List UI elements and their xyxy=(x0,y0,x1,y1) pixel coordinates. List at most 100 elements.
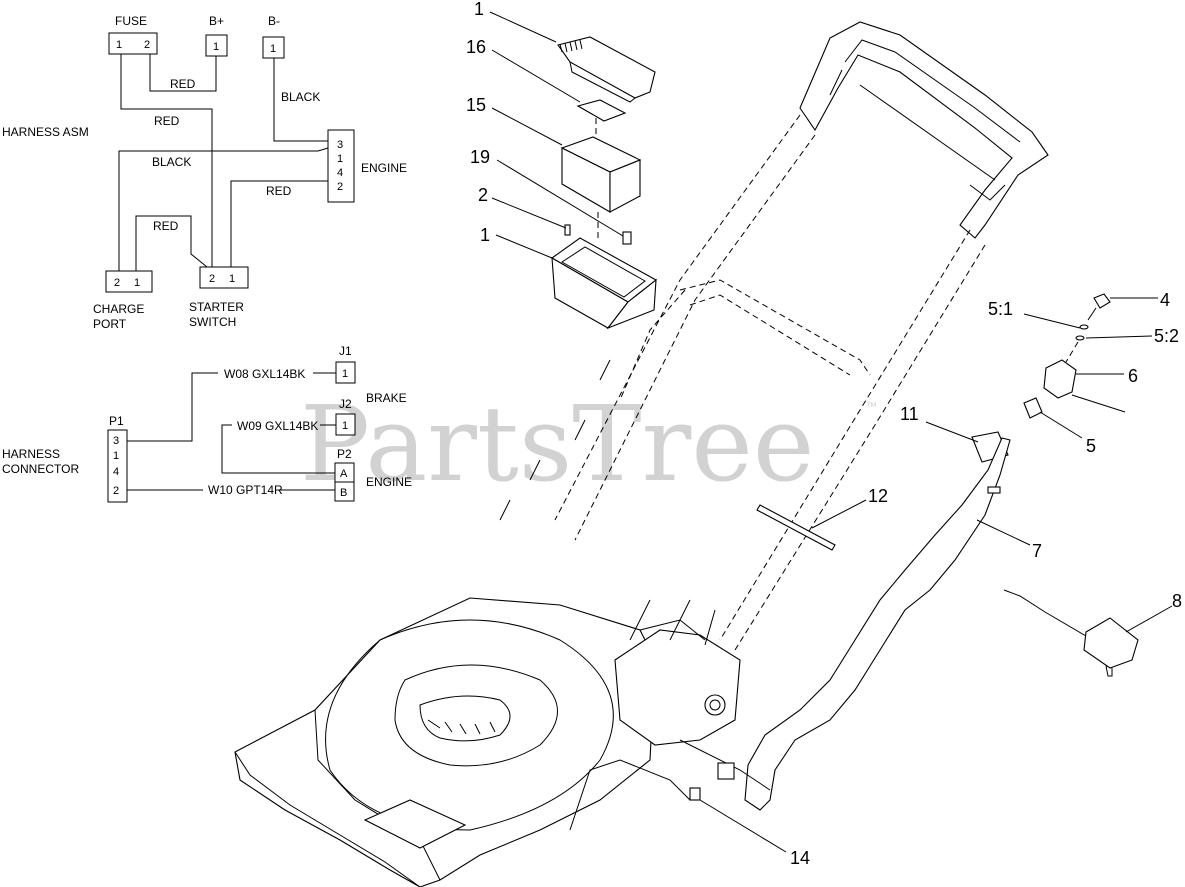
harness-connector-label-2: CONNECTOR xyxy=(2,462,79,476)
washer-5-2 xyxy=(1075,335,1085,341)
j1-pin: 1 xyxy=(342,368,348,380)
charge-port-pin1: 1 xyxy=(134,277,140,289)
callout-15: 15 xyxy=(466,95,486,115)
harness-plug-4 xyxy=(1093,293,1111,309)
b-minus-pin: 1 xyxy=(270,43,276,55)
fuse-label: FUSE xyxy=(115,14,147,28)
battery-assembly xyxy=(550,36,657,330)
starter-switch-label-1: STARTER xyxy=(189,300,244,314)
starter-switch-pin2: 2 xyxy=(209,273,215,285)
callout-14: 14 xyxy=(790,848,810,868)
p1-connector xyxy=(107,429,128,503)
callout-4: 4 xyxy=(1160,290,1170,310)
starter-switch-6 xyxy=(1043,359,1077,399)
fuse-pin1: 1 xyxy=(116,39,122,51)
harness-asm-schematic: HARNESS ASM FUSE 1 2 B+ 1 B- 1 3 1 4 2 E… xyxy=(2,14,407,331)
callout-19: 19 xyxy=(470,147,490,167)
starter-switch-label-2: SWITCH xyxy=(189,315,236,329)
battery-pad xyxy=(576,99,627,122)
p2-pin-a: A xyxy=(340,468,348,480)
mower-handle xyxy=(499,21,1049,651)
deck-flap xyxy=(363,799,467,849)
callout-12: 12 xyxy=(868,486,888,506)
wire-fuse-switch xyxy=(120,54,213,267)
wire-label-red-4: RED xyxy=(153,219,179,233)
starter-switch-connector xyxy=(199,266,249,289)
callout-11: 11 xyxy=(900,404,919,424)
callout-5-1: 5:1 xyxy=(988,299,1013,319)
p2-pin-b: B xyxy=(340,487,347,499)
starter-switch-pin1: 1 xyxy=(229,273,235,285)
b-plus-label: B+ xyxy=(209,14,224,28)
callout-leaders xyxy=(489,11,1173,853)
harness-asm-label: HARNESS ASM xyxy=(2,125,89,139)
callout-16: 16 xyxy=(466,37,486,57)
charge-port-pin2: 2 xyxy=(114,277,120,289)
wire-w08-a xyxy=(127,372,218,442)
callout-7: 7 xyxy=(1032,541,1042,561)
j2-pin: 1 xyxy=(342,420,348,432)
handle-top-grip xyxy=(799,21,1049,239)
p1-pin-b: 1 xyxy=(113,450,119,462)
p1-label: P1 xyxy=(109,414,124,428)
battery-cover xyxy=(557,36,656,99)
callout-1-cover: 1 xyxy=(474,0,484,19)
w09-label: W09 GXL14BK xyxy=(237,419,318,433)
harness-connector-schematic: HARNESS CONNECTOR P1 3 1 4 2 J1 1 BRAKE … xyxy=(2,344,412,503)
harness-connector-lower xyxy=(717,762,735,780)
p1-pin-a: 3 xyxy=(113,435,119,447)
b-plus-pin: 1 xyxy=(213,41,219,53)
wire-charge-switch xyxy=(135,215,208,271)
callout-5: 5 xyxy=(1086,436,1096,456)
engine-label-top: ENGINE xyxy=(361,161,407,175)
w10-label: W10 GPT14R xyxy=(208,483,283,497)
engine-connector-top xyxy=(327,129,355,203)
deck-shell xyxy=(234,597,656,887)
wire-label-red-1: RED xyxy=(170,77,196,91)
wire-w09-a xyxy=(221,424,335,474)
j2-label: J2 xyxy=(339,397,352,411)
callout-numbers: 1 16 15 19 2 1 4 5:1 5:2 6 11 5 12 7 8 1… xyxy=(466,0,1182,868)
harness-connector-label-1: HARNESS xyxy=(2,447,60,461)
p2-label: P2 xyxy=(337,447,352,461)
cable-tie xyxy=(756,504,836,551)
wire-label-red-2: RED xyxy=(154,114,180,128)
harness-cable-7 xyxy=(744,437,1011,811)
p1-pin-c: 4 xyxy=(113,466,119,478)
engine-pin-c: 4 xyxy=(337,167,343,179)
callout-5-2: 5:2 xyxy=(1154,326,1179,346)
b-minus-label: B- xyxy=(268,14,280,28)
engine-pin-a: 3 xyxy=(337,139,343,151)
callout-8: 8 xyxy=(1172,591,1182,611)
harness-terminal-14 xyxy=(689,787,701,801)
charge-port-label-2: PORT xyxy=(93,317,127,331)
wire-label-black-2: BLACK xyxy=(152,155,191,169)
p1-pin-d: 2 xyxy=(113,485,119,497)
terminal-clip xyxy=(622,231,632,245)
wire-engine-switch xyxy=(230,180,328,267)
connector-5 xyxy=(1023,397,1043,419)
j1-label: J1 xyxy=(339,344,352,358)
harness-assembly xyxy=(569,293,1139,831)
watermark: PartsTree xyxy=(300,383,814,505)
fuse-pin2: 2 xyxy=(144,39,150,51)
terminal-screw xyxy=(564,224,571,236)
fuse-connector xyxy=(108,32,158,55)
charger-8 xyxy=(1083,617,1139,669)
callout-2: 2 xyxy=(478,185,488,205)
watermark-trademark: ™ xyxy=(866,401,877,413)
wire-fuse-bplus xyxy=(149,54,217,92)
brake-label: BRAKE xyxy=(366,391,407,405)
harness-clip xyxy=(987,486,1001,494)
wire-charge-engine xyxy=(118,147,329,271)
engine-pulley xyxy=(704,694,726,716)
engine-housing xyxy=(614,629,741,746)
engine-label-bottom: ENGINE xyxy=(366,475,412,489)
callout-6: 6 xyxy=(1128,366,1138,386)
charge-port-connector xyxy=(105,270,153,293)
wire-label-black-1: BLACK xyxy=(281,90,320,104)
washer-5-1 xyxy=(1079,324,1089,330)
mower-deck xyxy=(234,597,741,887)
w08-label: W08 GXL14BK xyxy=(224,367,305,381)
